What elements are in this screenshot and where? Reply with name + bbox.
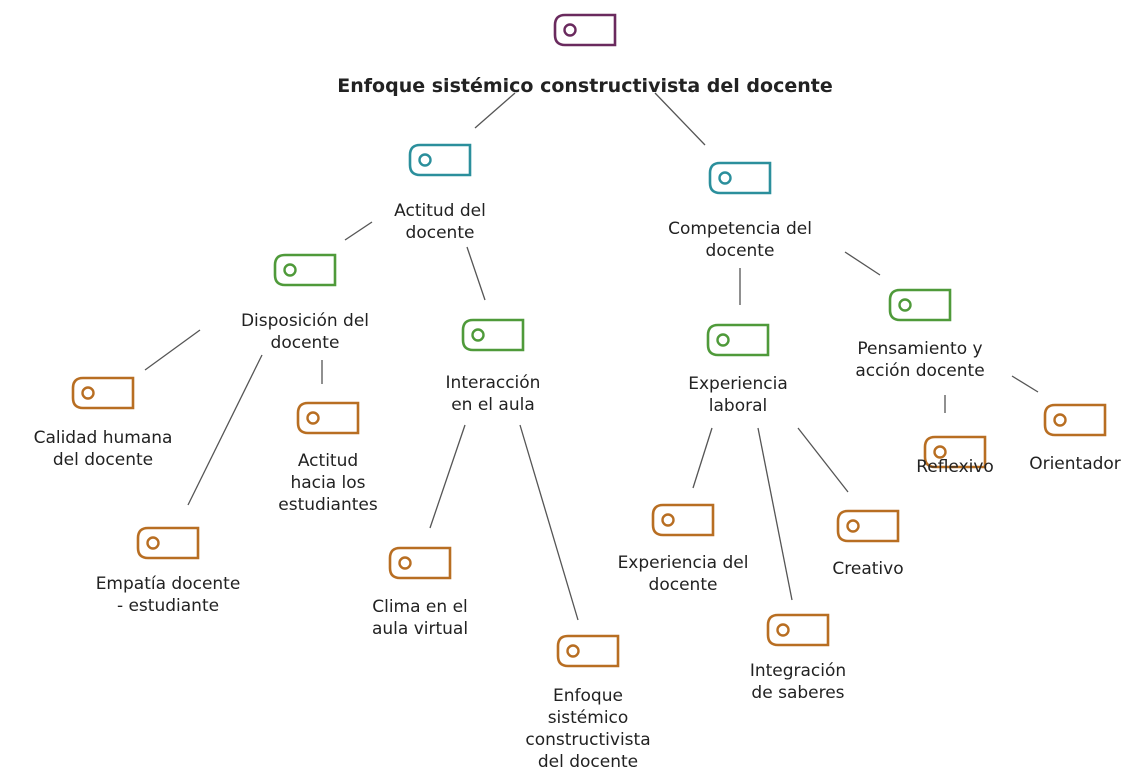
code-tag-icon — [706, 323, 770, 357]
edge-line — [429, 424, 466, 529]
node-label-experiencia: Experiencia laboral — [688, 374, 788, 416]
node-label-clima: Clima en el aula virtual — [371, 597, 469, 639]
edge-line — [797, 427, 849, 493]
edge-line — [344, 221, 373, 241]
node-label-root: Enfoque sistémico constructivista del do… — [337, 75, 833, 97]
edge-line — [466, 246, 486, 301]
code-tag-icon — [461, 318, 525, 352]
node-label-actitud: Actitud del docente — [394, 201, 486, 243]
node-label-exp-docente: Experiencia del docente — [617, 553, 749, 595]
node-label-interaccion: Interacción en el aula — [445, 373, 541, 415]
code-tag-icon — [296, 401, 360, 435]
code-tag-icon — [766, 613, 830, 647]
code-tag-icon — [136, 526, 200, 560]
node-label-creativo: Creativo — [832, 559, 904, 579]
code-tag-icon — [388, 546, 452, 580]
code-tag-icon — [556, 634, 620, 668]
edge-line — [519, 424, 579, 621]
edge-line — [187, 354, 263, 506]
edge-line — [844, 251, 881, 276]
code-tag-icon — [553, 13, 617, 47]
node-label-empatia: Empatía docente - estudiante — [95, 574, 241, 616]
node-label-calidad: Calidad humana del docente — [33, 428, 173, 470]
code-tag-icon — [651, 503, 715, 537]
edge-line — [692, 427, 713, 489]
node-label-integracion: Integración de saberes — [749, 661, 847, 703]
code-tag-icon — [836, 509, 900, 543]
code-tag-icon — [708, 161, 772, 195]
code-tag-icon — [408, 143, 472, 177]
node-label-orientador: Orientador — [1029, 454, 1121, 474]
code-tag-icon — [888, 288, 952, 322]
code-tag-icon — [1043, 403, 1107, 437]
code-tag-icon — [273, 253, 337, 287]
node-label-disposicion: Disposición del docente — [240, 311, 370, 353]
edge-line — [144, 329, 201, 371]
edge-line — [1011, 375, 1039, 393]
node-label-reflexivo: Reflexivo — [916, 457, 994, 477]
code-tag-icon — [71, 376, 135, 410]
node-label-pensamiento: Pensamiento y acción docente — [855, 339, 985, 381]
node-label-competencia: Competencia del docente — [668, 219, 812, 261]
code-tag-icon — [923, 435, 987, 469]
edge-line — [654, 92, 706, 146]
edge-line — [757, 427, 793, 601]
edge-line — [474, 92, 516, 129]
node-label-enfoque: Enfoque sistémico constructivista del do… — [525, 686, 651, 772]
node-label-actitud-est: Actitud hacia los estudiantes — [278, 451, 378, 515]
